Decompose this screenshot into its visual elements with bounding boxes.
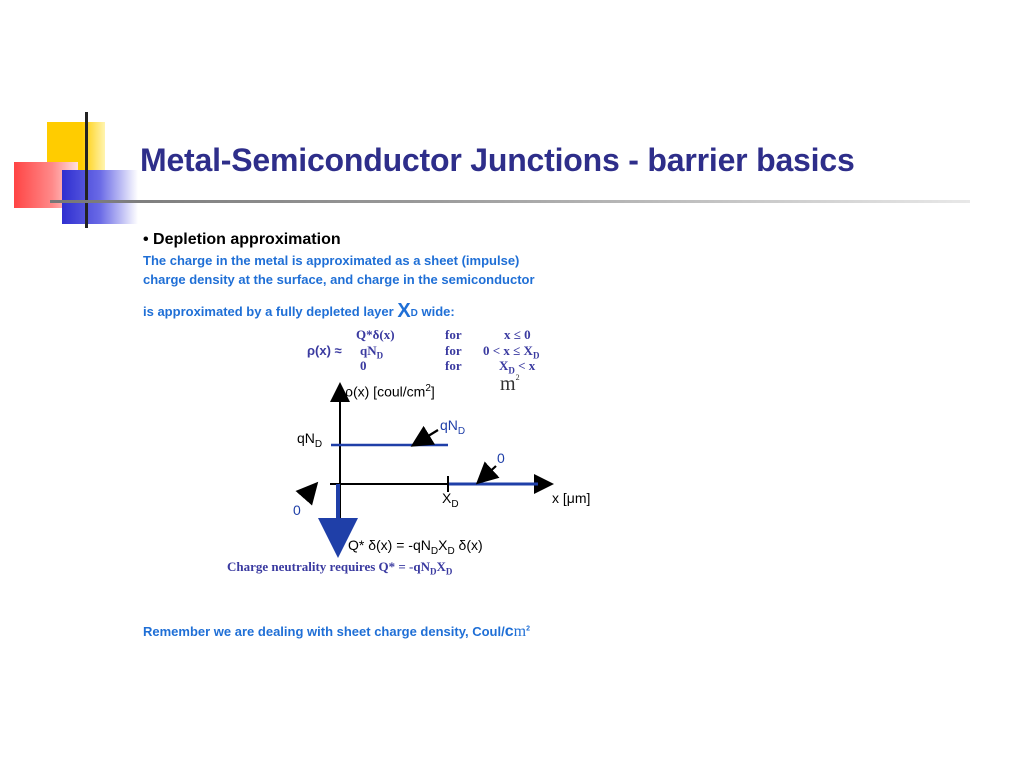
impulse-label: Q* δ(x) = -qNDXD δ(x)	[348, 537, 483, 557]
remember-unit-sup: 2	[526, 625, 530, 633]
impulse-label-text: Q* δ(x) = -qN	[348, 537, 431, 553]
xd-tick-label-sub: D	[451, 498, 459, 510]
level-label-sub: D	[314, 438, 323, 450]
remember-unit-m: m	[513, 623, 527, 640]
level-label: qND	[297, 430, 322, 450]
level-callout-text: qN	[440, 417, 458, 433]
remember-note: Remember we are dealing with sheet charg…	[143, 623, 530, 641]
neutrality-mid: X	[436, 559, 446, 574]
xd-tick-label-text: X	[442, 490, 452, 506]
y-axis-label-text: ρ(x) [coul/cm	[345, 383, 426, 400]
deco-blue-square	[62, 170, 138, 224]
neutrality-statement: Charge neutrality requires Q* = -qNDXD	[227, 559, 452, 577]
intro-line-1: The charge in the metal is approximated …	[143, 253, 520, 268]
xd-tick-label: XD	[442, 490, 459, 510]
impulse-label-end: δ(x)	[454, 537, 483, 553]
row-3-condition-tail: < x	[514, 358, 536, 373]
intro-line-3-prefix: is approximated by a fully depleted laye…	[143, 304, 398, 319]
slide-title: Metal-Semiconductor Junctions - barrier …	[140, 142, 855, 178]
impulse-label-sub1: D	[430, 545, 439, 557]
xd-subscript: D	[410, 308, 418, 319]
equation-row-3-condition: XD < x	[499, 358, 535, 376]
deco-vertical-line	[85, 112, 88, 228]
equation-row-1-value: Q*δ(x)	[356, 327, 395, 342]
neutrality-sub1: D	[430, 566, 437, 577]
x-axis-label: x [μm]	[552, 490, 591, 506]
level-label-text: qN	[297, 430, 315, 446]
equation-row-3-value: 0	[360, 358, 367, 373]
intro-line-3-suffix: wide:	[417, 304, 455, 319]
zero-right-label: 0	[497, 450, 505, 466]
equation-row-1-condition: x ≤ 0	[504, 327, 531, 342]
impulse-label-sub2: D	[447, 545, 455, 557]
row-2-condition-text: 0 < x ≤ X	[483, 343, 533, 358]
row-2-value-text: qN	[360, 343, 377, 358]
remember-text: Remember we are dealing with sheet charg…	[143, 624, 505, 639]
level-callout-arrow	[410, 425, 439, 447]
stray-unit-m: m	[500, 373, 516, 395]
level-callout-sub: D	[457, 425, 466, 437]
xd-symbol: X	[397, 300, 411, 322]
row-3-condition-text: X	[499, 358, 509, 373]
zero-left-label: 0	[293, 502, 301, 518]
stray-unit-sup: 2	[515, 373, 520, 382]
remember-unit-c: c	[504, 623, 514, 640]
equation-row-3-for: for	[445, 358, 462, 373]
bullet-heading: • Depletion approximation	[143, 231, 341, 248]
neutrality-sub2: D	[445, 566, 453, 577]
equation-lhs: ρ(x) ≈	[307, 343, 342, 358]
equation-row-2-value: qND	[360, 343, 383, 361]
left-zero-callout-arrow	[295, 481, 319, 506]
equation-row-2-condition: 0 < x ≤ XD	[483, 343, 539, 361]
intro-line-3: is approximated by a fully depleted laye…	[143, 300, 455, 323]
row-2-value-sub: D	[376, 350, 384, 361]
equation-row-1-for: for	[445, 327, 462, 342]
y-axis-label-end: ]	[430, 383, 435, 400]
equation-row-2-for: for	[445, 343, 462, 358]
row-3-condition-sub: D	[508, 365, 515, 376]
row-2-condition-sub: D	[532, 350, 540, 361]
intro-line-2: charge density at the surface, and charg…	[143, 272, 535, 287]
stray-unit-m2: m2	[500, 373, 520, 396]
zero-callout-arrow	[475, 461, 500, 485]
y-axis-label-sup: 2	[425, 383, 431, 394]
impulse-label-mid: X	[438, 537, 448, 553]
neutrality-text: Charge neutrality requires Q* = -qN	[227, 559, 430, 574]
y-axis-label: ρ(x) [coul/cm2]	[345, 383, 435, 400]
title-underline	[50, 200, 970, 203]
level-callout-label: qND	[440, 417, 465, 437]
